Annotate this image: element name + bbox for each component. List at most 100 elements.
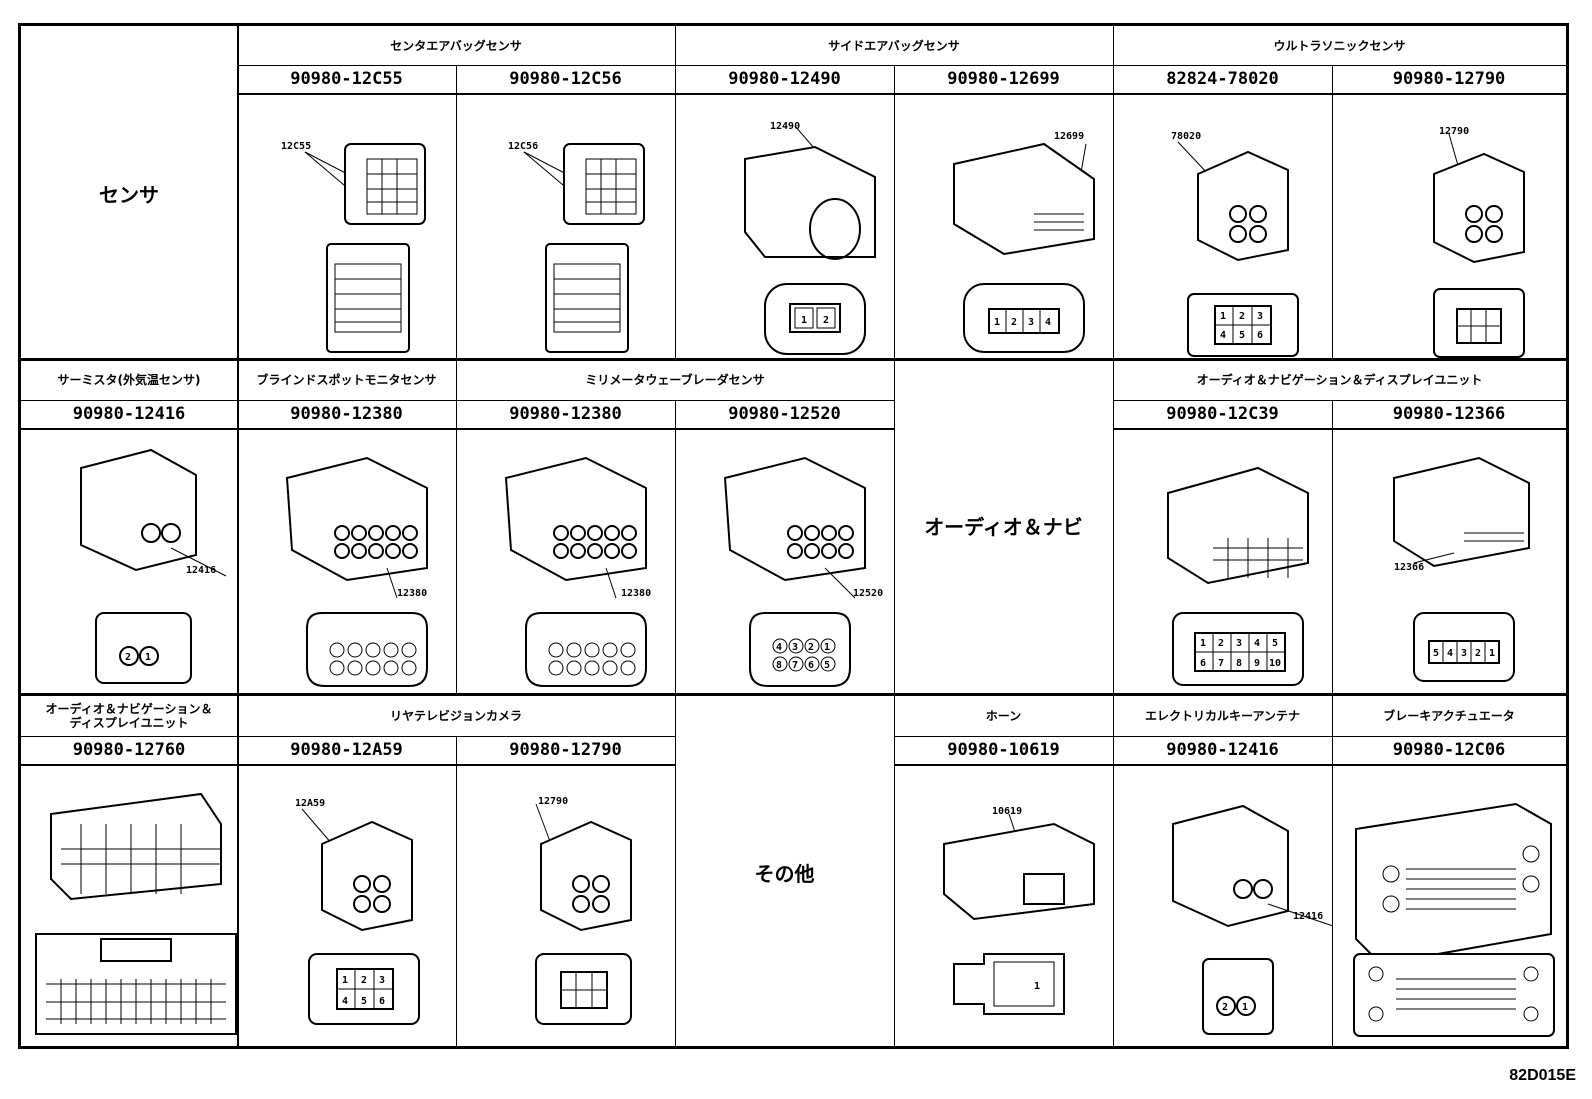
connector-label: 12790 [1439,126,1469,137]
pin-number: 2 [823,315,829,326]
group-blind-spot-monitor: ブラインドスポットモニタセンサ [256,373,437,387]
pin-number: 2 [1011,317,1017,328]
pin-number: 5 [361,996,367,1007]
grid-line [894,736,1566,737]
part-number: 90980-12C39 [1166,404,1279,424]
pin-number: 3 [1028,317,1034,328]
connector-label: 12C55 [281,141,311,152]
grid-line [894,696,895,1049]
pin-number: 2 [125,652,131,663]
pin-number: 3 [1461,648,1467,659]
grid-line [21,428,894,430]
pin-number: 2 [1239,311,1245,322]
part-number: 90980-12380 [290,404,403,424]
group-side-airbag-sensor: サイドエアバッグセンサ [828,38,960,53]
pin-number: 3 [379,975,385,986]
connector-drawing [35,792,237,1035]
pin-number: 5 [824,660,830,671]
pin-number: 3 [792,642,798,653]
pin-number: 1 [342,975,348,986]
connector-drawing: 12380 [285,456,428,687]
pin-number: 5 [1272,638,1278,649]
group-horn: ホーン [985,709,1022,723]
connector-label: 12416 [186,565,216,576]
part-number: 90980-12790 [1392,69,1506,89]
grid-line [237,65,1566,66]
pin-number: 4 [1220,330,1226,341]
group-rear-tv-camera: リヤテレビジョンカメラ [389,709,522,723]
pin-number: 6 [1200,658,1206,669]
connector-drawing: 4 3 2 1 8 7 6 5 12520 [723,456,883,687]
group-brake-actuator: ブレーキアクチュエータ [1383,709,1515,723]
grid-line [21,764,675,766]
group-audio-navi-display: オーディオ＆ナビゲーション＆ディスプレイユニット [45,702,213,730]
pin-number: 6 [808,660,814,671]
connector-label: 10619 [992,806,1022,817]
connector-label: 12520 [853,588,883,599]
pin-number: 1 [801,315,807,326]
pin-number: 6 [1257,330,1263,341]
pin-number: 1 [145,652,151,663]
pin-number: 9 [1254,658,1260,669]
connector-drawing: 1 2 3 4 12699 [953,131,1095,353]
group-electrical-key-antenna: エレクトリカルキーアンテナ [1144,709,1301,723]
pin-number: 5 [1433,648,1439,659]
connector-drawing: 2 1 12416 [80,448,227,684]
connector-label: 12416 [1293,911,1323,922]
grid-line [1332,696,1333,1049]
pin-number: 2 [361,975,367,986]
pin-number: 4 [1447,648,1453,659]
connector-drawing: 1 2 12490 [744,121,876,355]
pin-number: 4 [1254,638,1260,649]
connector-label: 12380 [397,588,427,599]
row-divider [21,358,1566,361]
row1-side-label: センサ [99,182,159,207]
part-number: 90980-12C56 [509,69,622,89]
pin-number: 2 [1222,1002,1228,1013]
pin-number: 6 [379,996,385,1007]
grid-line [1113,26,1114,360]
pin-number: 4 [342,996,348,1007]
group-mmwave-radar: ミリメータウェーブレーダセンサ [585,373,765,387]
pin-number: 3 [1236,638,1242,649]
pin-number: 1 [1489,648,1495,659]
pin-number: 4 [776,642,782,653]
connector-drawing: 1 10619 [943,806,1095,1015]
part-number: 82824-78020 [1166,69,1279,89]
merged-label-other: その他 [754,862,815,886]
connector-drawing: 12790 [1433,126,1525,358]
pin-number: 1 [824,642,830,653]
part-number: 90980-12380 [509,404,622,424]
grid-line [1113,400,1566,401]
connector-drawing [1353,802,1555,1037]
connector-chart: センサ センタエアバッグセンサ サイドエアバッグセンサ ウルトラソニックセンサ … [18,23,1569,1049]
connector-drawing: 1 2 3 4 5 6 12A59 [295,798,420,1025]
pin-number: 1 [1034,981,1040,992]
pin-number: 10 [1269,658,1281,669]
pin-number: 1 [994,317,1000,328]
row-divider [21,693,1566,696]
part-number: 90980-12C55 [290,69,403,89]
grid-line [894,65,895,360]
connector-drawing: 12C56 [508,141,645,353]
pin-number: 4 [1045,317,1051,328]
pin-number: 5 [1239,330,1245,341]
grid-line [1332,400,1333,695]
grid-line [894,360,895,695]
grid-line [237,696,239,1049]
part-number: 90980-12416 [72,404,186,424]
connector-drawing: 12790 [535,796,632,1025]
grid-line [21,400,894,401]
part-number: 90980-12366 [1392,404,1506,424]
grid-line [21,736,675,737]
pin-number: 1 [1220,311,1226,322]
connector-label: 12790 [538,796,568,807]
grid-line [237,26,239,360]
pin-number: 1 [1200,638,1206,649]
pin-number: 8 [776,660,782,671]
pin-number: 3 [1257,311,1263,322]
grid-line [456,736,457,1049]
part-number: 90980-12760 [72,740,186,760]
drawing-code: 82D015E [1509,1067,1576,1084]
connector-label: 78020 [1171,131,1201,142]
